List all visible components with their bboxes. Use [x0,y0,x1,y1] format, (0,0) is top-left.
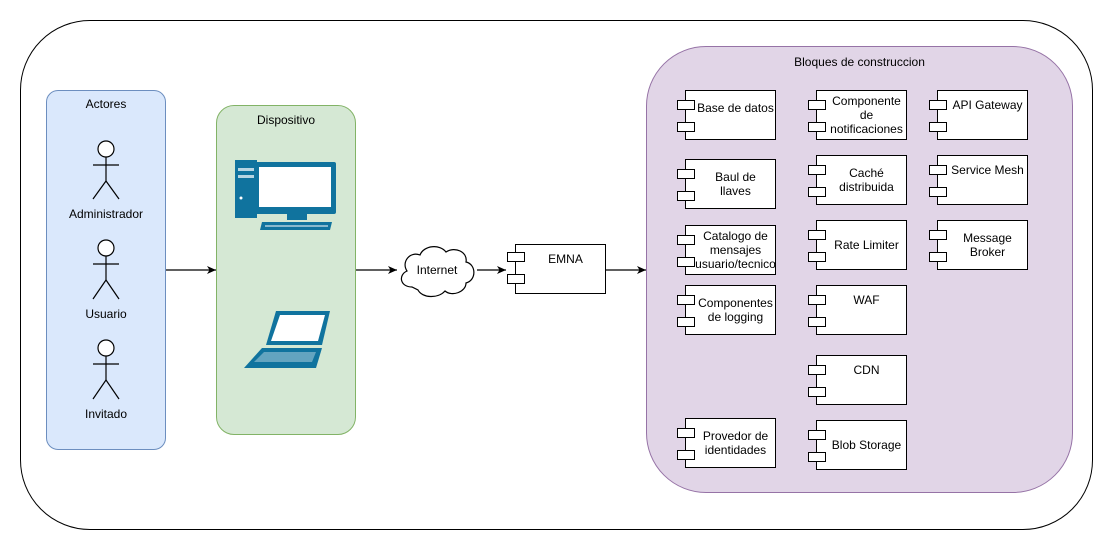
component-port-icon [808,452,826,462]
component-port-icon [808,317,826,327]
component-port-icon [677,100,695,110]
component-port-icon [808,187,826,197]
component-provedor-de-identidades[interactable]: Provedor de identidades [677,418,776,468]
component-label: Rate Limiter [834,238,899,252]
component-componentes-de-logging[interactable]: Componentes de logging [677,285,776,335]
component-port-icon [677,122,695,132]
component-port-icon [507,252,525,262]
component-port-icon [929,165,947,175]
component-port-icon [808,100,826,110]
actor-label-usuario: Usuario [85,307,127,321]
component-cache-distribuida[interactable]: Caché distribuida [808,155,907,205]
component-port-icon [677,235,695,245]
component-port-icon [929,122,947,132]
internet-label: Internet [416,263,458,277]
component-message-broker[interactable]: Message Broker [929,220,1028,270]
component-label: Base de datos [697,101,774,115]
component-port-icon [808,252,826,262]
component-base-de-datos[interactable]: Base de datos [677,90,776,140]
component-label: Caché distribuida [839,166,894,194]
component-port-icon [808,165,826,175]
actor-label-administrador: Administrador [68,207,144,221]
component-catalogo-de-mensajes[interactable]: Catalogo de mensajes usuario/tecnico [677,225,776,275]
component-label: Baul de llaves [715,170,756,198]
component-notificaciones[interactable]: Componente de notificaciones [808,90,907,140]
component-port-icon [808,430,826,440]
component-port-icon [677,428,695,438]
laptop-icon [244,311,330,368]
component-label: Componente de notificaciones [830,94,903,136]
component-label: Componentes de logging [698,296,773,324]
actors-group-title: Actores [85,97,127,111]
emna-component[interactable]: EMNA [507,244,606,294]
component-waf[interactable]: WAF [808,285,907,335]
component-baul-de-llaves[interactable]: Baul de llaves [677,159,776,209]
actor-icon [92,140,120,200]
component-port-icon [677,295,695,305]
component-port-icon [929,230,947,240]
component-label: Service Mesh [951,163,1024,177]
component-rate-limiter[interactable]: Rate Limiter [808,220,907,270]
component-label: Catalogo de mensajes usuario/tecnico [695,229,776,271]
actor-icon [92,239,120,300]
component-label: Message Broker [963,231,1012,259]
component-service-mesh[interactable]: Service Mesh [929,155,1028,205]
component-port-icon [808,387,826,397]
component-label: API Gateway [952,98,1023,112]
desktop-computer-icon [235,160,336,230]
component-port-icon [808,230,826,240]
component-port-icon [808,122,826,132]
component-port-icon [677,169,695,179]
component-port-icon [677,191,695,201]
component-label: CDN [853,363,880,377]
component-cdn[interactable]: CDN [808,355,907,405]
component-port-icon [677,317,695,327]
component-port-icon [677,257,695,267]
emna-label: EMNA [548,252,583,266]
actor-label-invitado: Invitado [84,407,128,421]
component-port-icon [808,295,826,305]
cloud-icon [400,246,475,298]
component-port-icon [507,274,525,284]
device-group[interactable] [216,105,356,435]
component-label: Provedor de identidades [702,429,769,457]
component-label: Blob Storage [831,438,902,452]
component-label: WAF [853,293,880,307]
component-port-icon [929,187,947,197]
component-port-icon [929,100,947,110]
component-blob-storage[interactable]: Blob Storage [808,420,907,470]
component-port-icon [808,365,826,375]
actor-icon [92,339,120,400]
component-port-icon [929,252,947,262]
building-blocks-title: Bloques de construccion [794,55,925,69]
component-port-icon [677,450,695,460]
device-group-title: Dispositivo [256,113,316,127]
component-api-gateway[interactable]: API Gateway [929,90,1028,140]
